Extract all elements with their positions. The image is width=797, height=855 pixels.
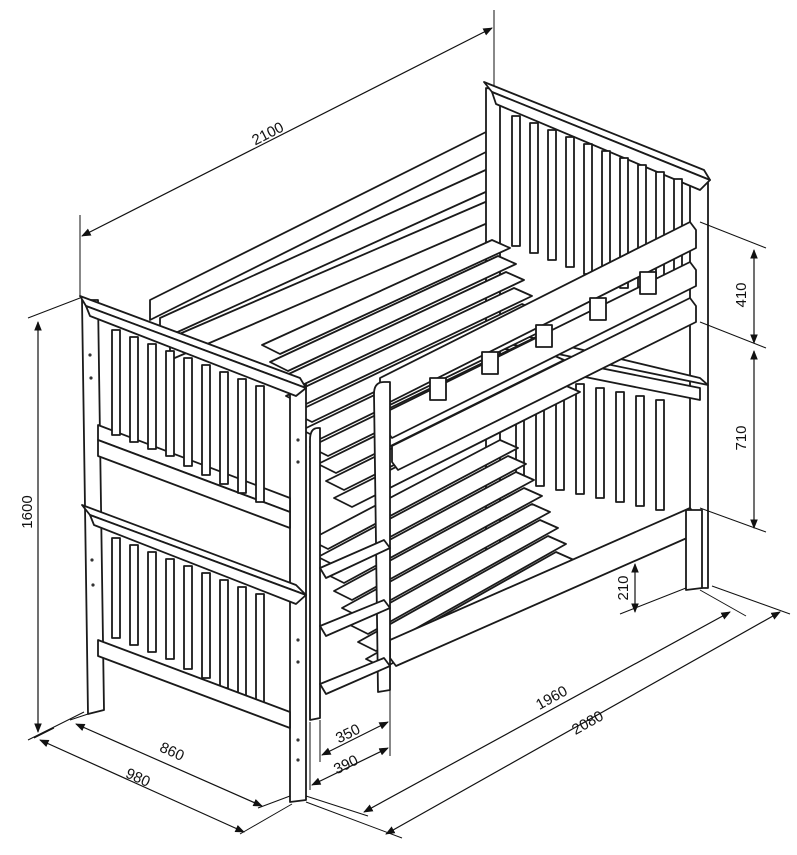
dim-under-clearance: 210 — [615, 575, 632, 600]
dim-overall-length: 2100 — [249, 119, 286, 149]
dim-ladder-outer: 390 — [331, 752, 361, 778]
dimension-lines — [27, 10, 791, 839]
dim-outer-width: 980 — [123, 765, 153, 791]
dim-bunk-clearance: 710 — [733, 425, 750, 450]
dim-head-height: 1600 — [19, 495, 36, 528]
front-footboard — [79, 295, 307, 803]
front-footboard-slats-upper — [111, 329, 265, 503]
bunk-bed-drawing — [79, 81, 711, 803]
dim-inner-width: 860 — [157, 739, 187, 765]
dim-ladder-inner: 350 — [333, 721, 363, 747]
front-footboard-slats-lower — [111, 537, 265, 707]
dim-guard-height: 410 — [733, 282, 750, 307]
dim-outer-length: 2080 — [569, 708, 606, 739]
top-front-guard-rail — [379, 221, 697, 471]
